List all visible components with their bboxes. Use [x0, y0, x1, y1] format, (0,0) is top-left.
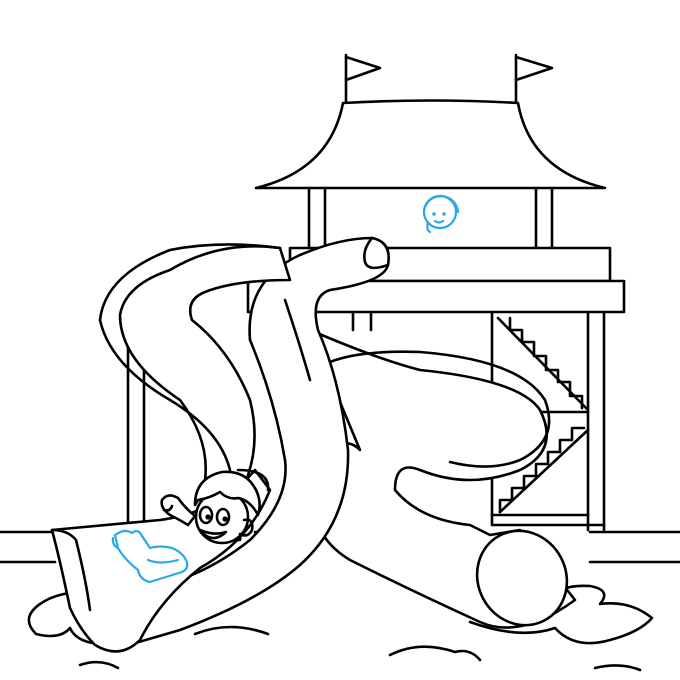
tube-exit	[475, 529, 569, 627]
water	[27, 584, 654, 672]
roof	[254, 99, 607, 190]
flag-left	[344, 53, 382, 107]
kid-in-tower	[422, 194, 460, 234]
kid-sliding	[111, 470, 261, 584]
tube-slide	[308, 328, 577, 629]
flag-right	[514, 53, 554, 107]
